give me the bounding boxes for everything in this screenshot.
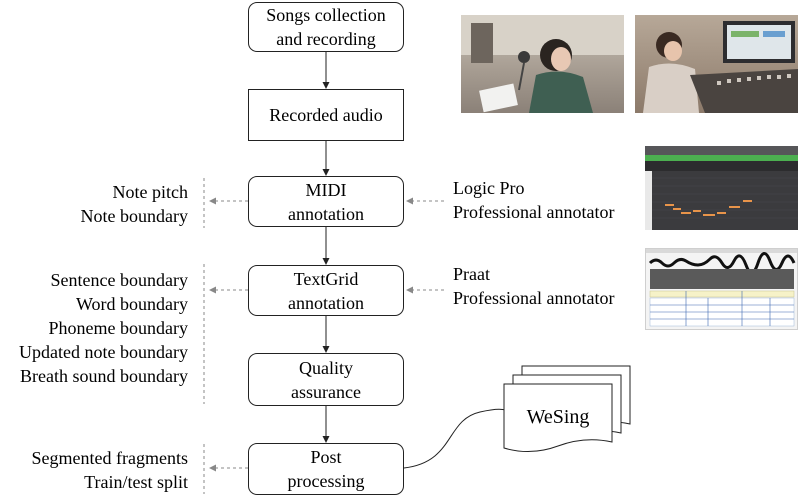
output-phoneme-boundary: Phoneme boundary — [48, 318, 188, 338]
output-train-test-split: Train/test split — [84, 472, 188, 492]
midi-outputs: Note pitch Note boundary — [81, 180, 188, 228]
output-breath-sound-boundary: Breath sound boundary — [20, 366, 188, 386]
singer-recording-photo — [461, 15, 624, 113]
midi-label-line1: MIDI — [305, 179, 347, 200]
midi-label-line2: annotation — [288, 203, 364, 224]
tool-logic-pro: Logic Pro — [453, 178, 525, 198]
tool-professional-annotator-midi: Professional annotator — [453, 202, 615, 222]
output-sentence-boundary: Sentence boundary — [50, 270, 188, 290]
textgrid-outputs: Sentence boundary Word boundary Phoneme … — [19, 268, 188, 388]
logic-pro-piano-roll — [645, 146, 798, 230]
post-label-line2: processing — [287, 471, 365, 491]
post-outputs: Segmented fragments Train/test split — [32, 446, 188, 494]
songs-collection-node: Songs collection and recording — [248, 2, 404, 52]
midi-tools: Logic Pro Professional annotator — [453, 176, 614, 224]
tool-professional-annotator-textgrid: Professional annotator — [453, 288, 615, 308]
engineer-illustration — [643, 21, 798, 113]
output-segmented-fragments: Segmented fragments — [31, 448, 188, 468]
output-note-pitch: Note pitch — [112, 182, 188, 202]
textgrid-label-line2: annotation — [288, 292, 364, 313]
praat-screenshot — [645, 248, 798, 330]
tool-praat: Praat — [453, 264, 490, 284]
wesing-label: WeSing — [527, 406, 590, 428]
post-processing-node: Post processing — [248, 443, 404, 495]
logic-pro-screenshot — [645, 146, 798, 230]
recorded-audio-label: Recorded audio — [269, 105, 383, 125]
textgrid-tools: Praat Professional annotator — [453, 262, 614, 310]
output-note-boundary: Note boundary — [80, 206, 188, 226]
textgrid-annotation-node: TextGrid annotation — [248, 265, 404, 316]
output-updated-note-boundary: Updated note boundary — [19, 342, 188, 362]
quality-assurance-node: Quality assurance — [248, 353, 404, 406]
singer-illustration — [461, 15, 624, 113]
songs-label-line2: and recording — [276, 29, 376, 49]
midi-annotation-node: MIDI annotation — [248, 176, 404, 227]
output-word-boundary: Word boundary — [75, 294, 188, 314]
songs-label-line1: Songs collection — [266, 5, 386, 25]
praat-waveform-textgrid — [646, 249, 797, 327]
engineer-mixing-console-photo — [635, 15, 798, 113]
recorded-audio-node: Recorded audio — [248, 89, 404, 141]
textgrid-label-line1: TextGrid — [293, 268, 359, 289]
quality-label-line1: Quality — [299, 357, 353, 378]
curved-arrow-to-wesing — [403, 408, 513, 469]
quality-label-line2: assurance — [291, 381, 361, 402]
post-label-line1: Post — [310, 447, 342, 467]
wesing-document-stack — [503, 365, 631, 452]
